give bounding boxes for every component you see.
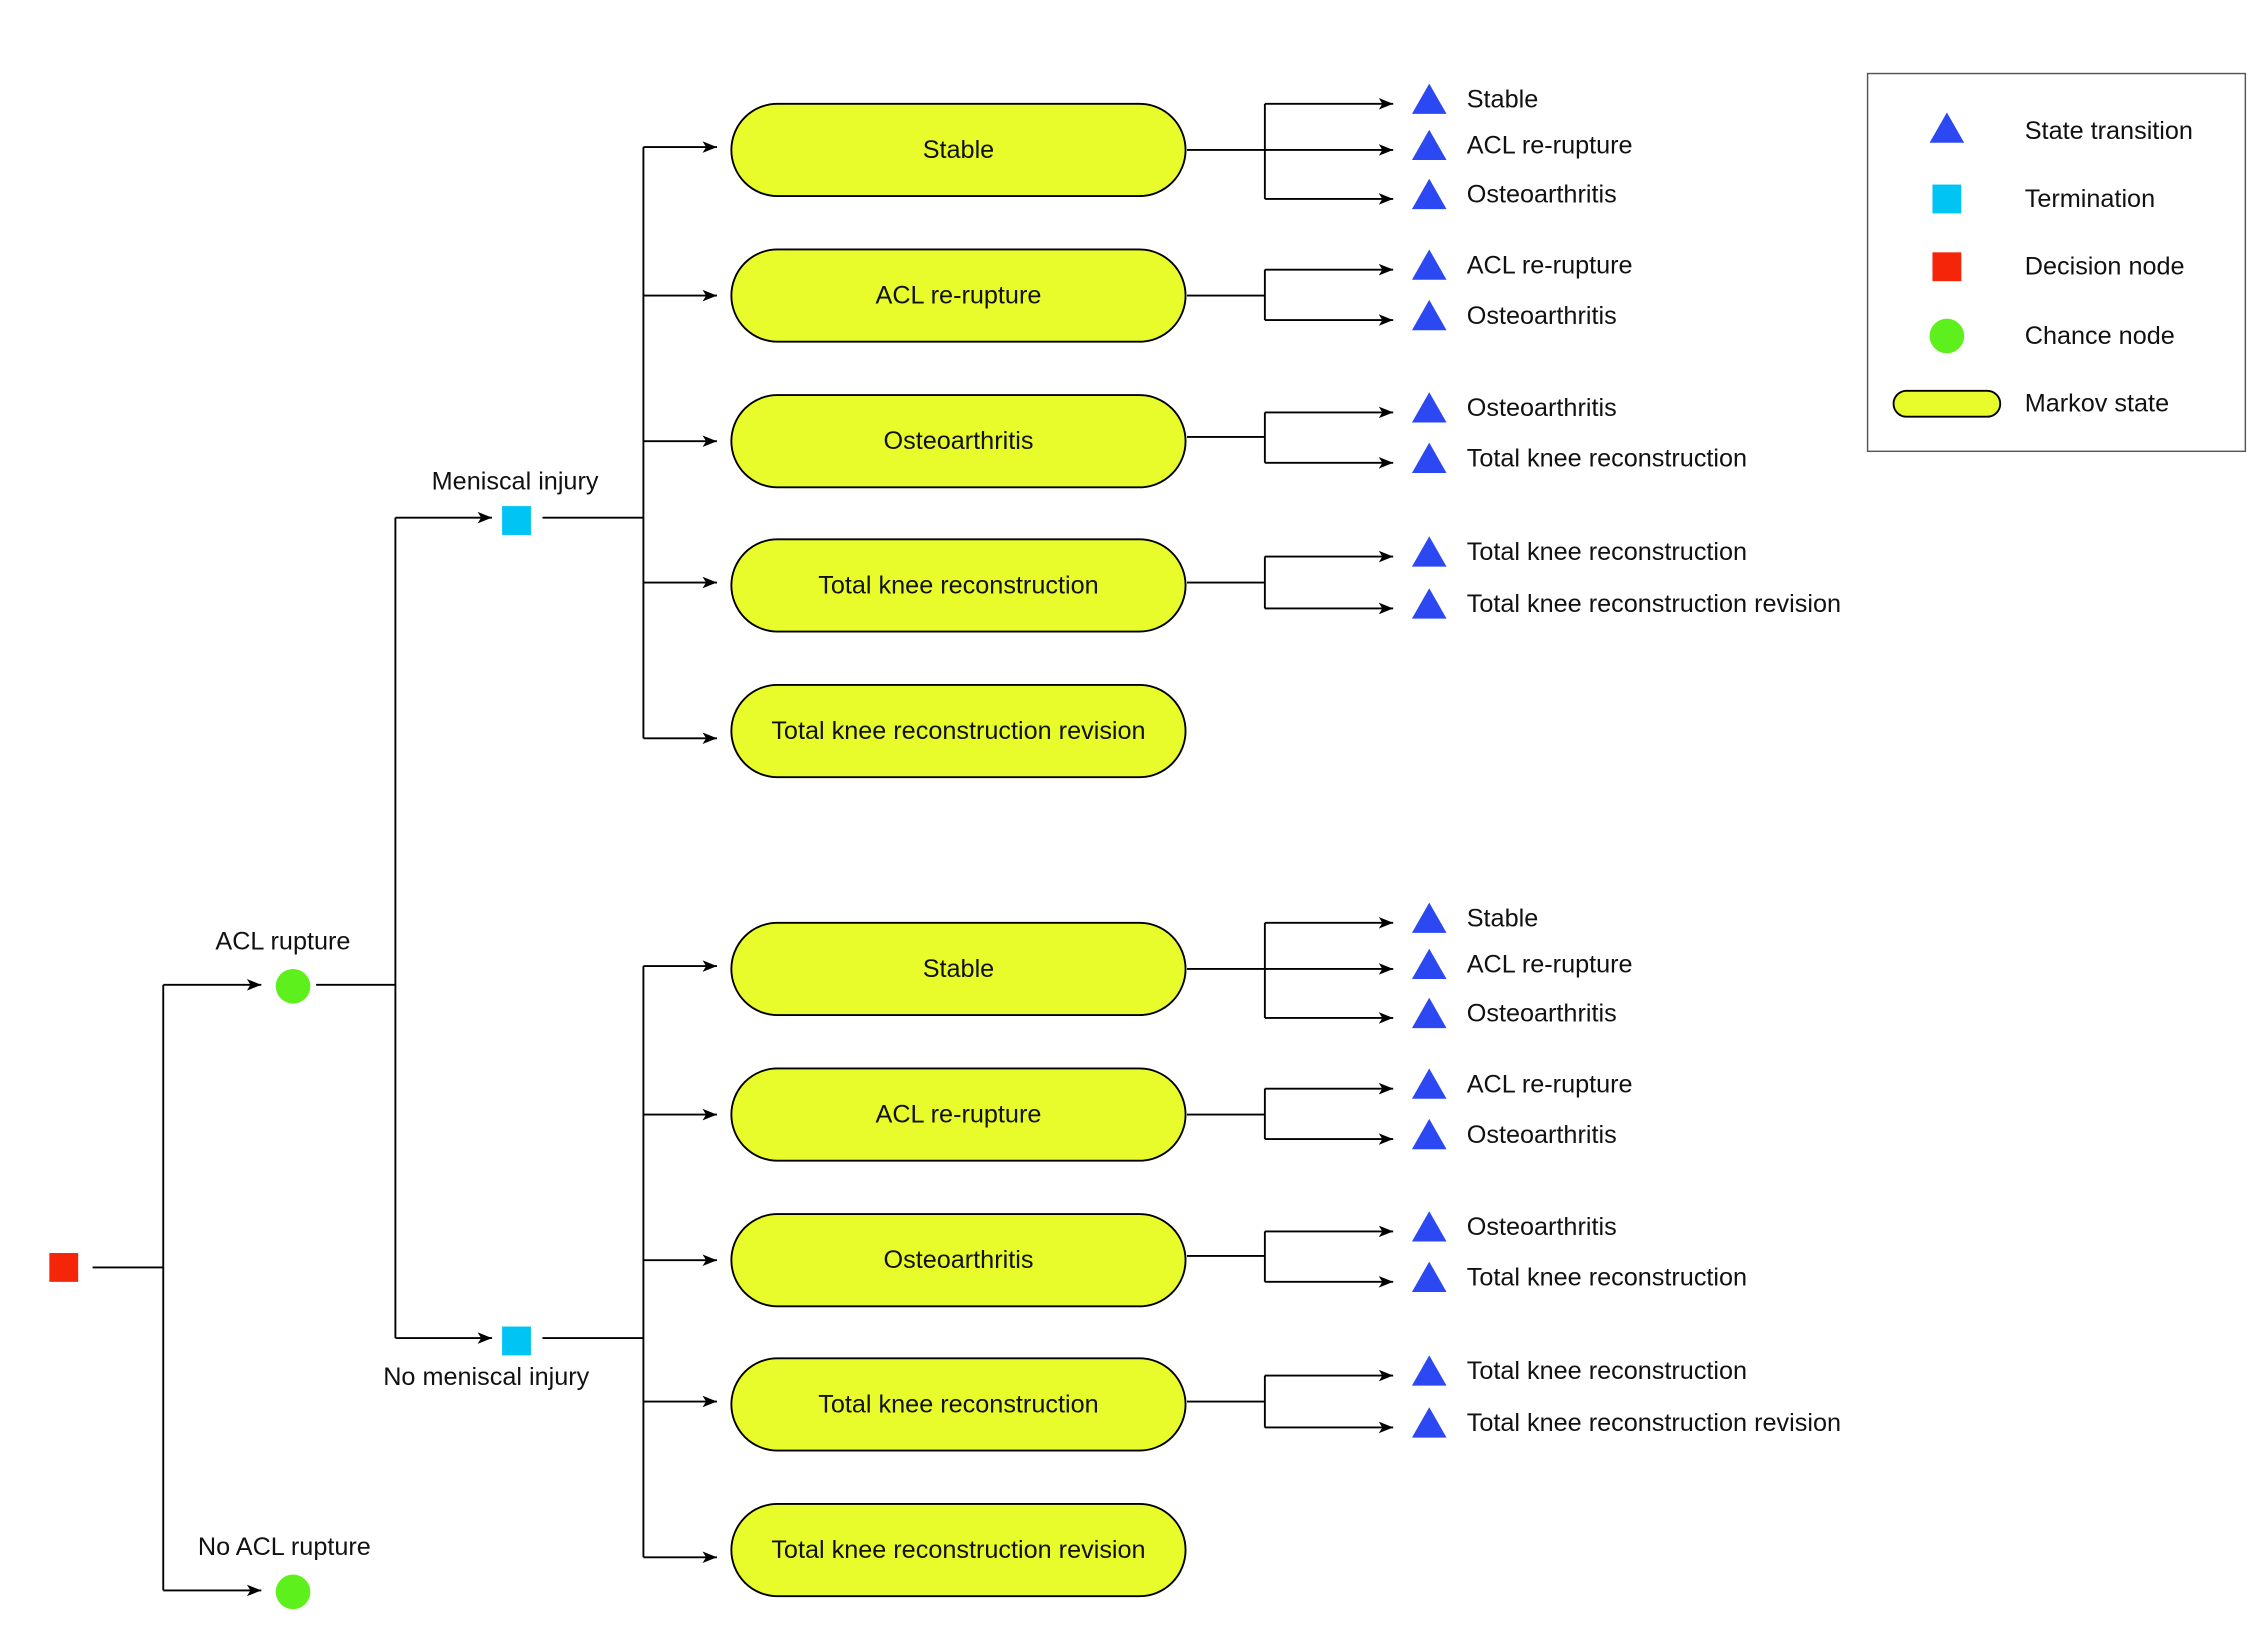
markov-state-label: ACL re-rupture [876,282,1042,310]
termination-square-icon [1932,184,1962,214]
state-transition-icon [1411,1211,1447,1242]
markov-state-group: Total knee reconstruction revision [643,683,1187,779]
legend-item: Termination [1932,184,2155,214]
state-transition-label: Stable [1467,85,1539,113]
termination-node [502,506,531,535]
state-transition-label: Total knee reconstruction revision [1467,1409,1841,1437]
state-transition-label: Total knee reconstruction revision [1467,590,1841,618]
markov-state [730,683,1187,779]
markov-state-pill-icon [1892,389,2002,418]
markov-state [730,538,1187,633]
state-transition-icon [1411,299,1447,331]
state-transition-icon [1411,902,1447,933]
state-transition-label: Total knee reconstruction [1467,538,1747,566]
state-transition-icon [1411,1407,1447,1438]
markov-state-label: Osteoarthritis [883,1246,1033,1274]
markov-state-label: Total knee reconstruction revision [771,1536,1145,1564]
decision-node [49,1253,79,1282]
markov-state-label: Osteoarthritis [883,427,1033,455]
chance-node-group: ACL rupture [163,928,350,1004]
legend-box [1866,72,2247,453]
legend-item-label: Markov state [2025,390,2169,418]
state-transition-icon [1411,392,1447,423]
state-transition-icon [1411,1118,1447,1150]
markov-state-group: Total knee reconstruction revision [643,1502,1187,1598]
markov-state [730,394,1187,489]
state-transition-icon [1411,178,1447,210]
markov-state [730,921,1187,1017]
legend-item: Decision node [1932,252,2185,282]
state-transition-label: Osteoarthritis [1467,1000,1617,1028]
state-transition-label: ACL re-rupture [1467,1070,1633,1098]
termination-node-label: Meniscal injury [432,468,599,496]
state-transition-label: Total knee reconstruction [1467,1264,1747,1292]
legend-item: State transition [1929,112,2193,145]
chance-node-label: No ACL rupture [198,1533,371,1561]
state-transition-triangle-icon [1929,112,1965,143]
termination-node-label: No meniscal injury [383,1363,589,1391]
state-transition-icon [1411,249,1447,280]
state-transition-icon [1411,588,1447,619]
markov-state-label: Total knee reconstruction revision [771,717,1145,745]
state-transition-label: ACL re-rupture [1467,251,1633,279]
markov-state-label: Total knee reconstruction [818,1390,1098,1418]
state-transition-icon [1411,536,1447,567]
state-transition-label: Osteoarthritis [1467,1121,1617,1149]
legend-item-label: Chance node [2025,322,2175,350]
state-transition-icon [1411,997,1447,1029]
state-transition-label: Osteoarthritis [1467,1213,1617,1241]
chance-node-group: No ACL rupture [163,1533,371,1610]
state-transition-icon [1411,948,1447,980]
chance-node [275,1574,311,1610]
state-transition-label: Osteoarthritis [1467,302,1617,330]
state-transition-label: Osteoarthritis [1467,181,1617,209]
state-transition-icon [1411,1068,1447,1099]
markov-state-label: Total knee reconstruction [818,571,1098,599]
markov-state-label: ACL re-rupture [876,1101,1042,1129]
chance-circle-icon [1929,318,1965,354]
legend-item: Markov state [1892,389,2169,418]
state-transition-icon [1411,129,1447,161]
markov-state [730,248,1187,343]
state-transition-label: ACL re-rupture [1467,951,1633,979]
legend-item-label: Decision node [2025,253,2185,281]
decision-tree: ACL rupture No ACL rupture Meniscal injury… [49,83,1841,1610]
chance-node-label: ACL rupture [215,928,350,956]
markov-state [730,1502,1187,1598]
legend-item-label: Termination [2025,185,2155,213]
decision-square-icon [1932,252,1962,282]
state-transition-icon [1411,442,1447,473]
legend-item-label: State transition [2025,117,2193,145]
state-transition-label: Total knee reconstruction [1467,445,1747,473]
markov-state [730,1357,1187,1452]
state-transition-label: Stable [1467,904,1539,932]
markov-state-label: Stable [923,955,995,983]
markov-state [730,1213,1187,1308]
state-transition-label: Total knee reconstruction [1467,1357,1747,1385]
termination-node [502,1326,531,1356]
markov-state [730,1067,1187,1162]
state-transition-icon [1411,1355,1447,1386]
markov-state-label: Stable [923,136,995,164]
legend-item: Chance node [1929,318,2175,354]
state-transition-label: Osteoarthritis [1467,394,1617,422]
state-transition-icon [1411,83,1447,114]
chance-node [275,968,311,1004]
state-transition-icon [1411,1261,1447,1292]
markov-state [730,102,1187,198]
state-transition-label: ACL re-rupture [1467,132,1633,160]
